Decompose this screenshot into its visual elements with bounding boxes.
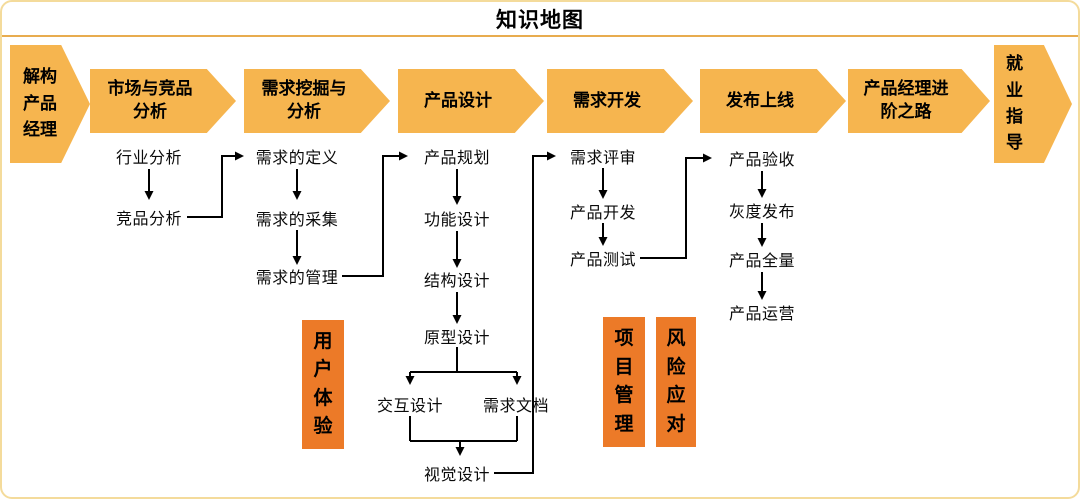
node-product-planning: 产品规划 (423, 150, 491, 167)
node-requirement-collection: 需求的采集 (255, 212, 339, 229)
stage-product-design: 产品设计 (398, 69, 544, 133)
node-prototype-design: 原型设计 (423, 330, 491, 347)
topic-label: 用户体验 (313, 330, 333, 438)
node-requirement-review: 需求评审 (569, 150, 637, 167)
stage-label: 需求开发 (573, 90, 641, 110)
node-gray-release: 灰度发布 (728, 204, 796, 221)
node-requirement-document: 需求文档 (482, 398, 550, 415)
topic-project-management: 项目管理 (603, 317, 645, 447)
node-function-design: 功能设计 (423, 212, 491, 229)
node-industry-analysis: 行业分析 (115, 150, 183, 167)
node-requirement-definition: 需求的定义 (255, 150, 339, 167)
page-title: 知识地图 (496, 8, 584, 32)
title-bar: 知识地图 (2, 2, 1078, 35)
node-full-release: 产品全量 (728, 253, 796, 270)
stage-requirement-development: 需求开发 (547, 69, 693, 133)
node-structure-design: 结构设计 (423, 273, 491, 290)
stage-label: 市场与竞品分析 (107, 79, 193, 121)
node-interaction-design: 交互设计 (376, 398, 444, 415)
topic-user-experience: 用户体验 (302, 320, 344, 449)
title-divider (2, 35, 1078, 37)
stage-market-analysis: 市场与竞品分析 (90, 69, 236, 133)
stage-label: 就业指导 (1006, 54, 1023, 153)
node-product-development: 产品开发 (569, 205, 637, 222)
node-competitor-analysis: 竞品分析 (115, 211, 183, 228)
node-product-operation: 产品运营 (728, 306, 796, 323)
topic-label: 项目管理 (614, 328, 634, 435)
stage-label: 产品经理进阶之路 (863, 79, 949, 121)
node-product-acceptance: 产品验收 (728, 152, 796, 169)
stage-career-guidance: 就业指导 (994, 45, 1072, 163)
stage-requirement-mining: 需求挖掘与分析 (244, 69, 390, 133)
stage-pm-advanced-path: 产品经理进阶之路 (848, 69, 990, 133)
node-requirement-management: 需求的管理 (255, 270, 339, 287)
stage-label: 发布上线 (726, 90, 794, 110)
node-visual-design: 视觉设计 (423, 467, 491, 484)
topic-risk-response: 风险应对 (656, 317, 696, 447)
node-product-testing: 产品测试 (569, 252, 637, 269)
stage-label: 需求挖掘与分析 (261, 79, 347, 121)
stage-label: 解构产品经理 (23, 67, 57, 140)
stage-label: 产品设计 (424, 90, 492, 110)
topic-label: 风险应对 (666, 328, 686, 435)
stage-release-online: 发布上线 (700, 69, 846, 133)
